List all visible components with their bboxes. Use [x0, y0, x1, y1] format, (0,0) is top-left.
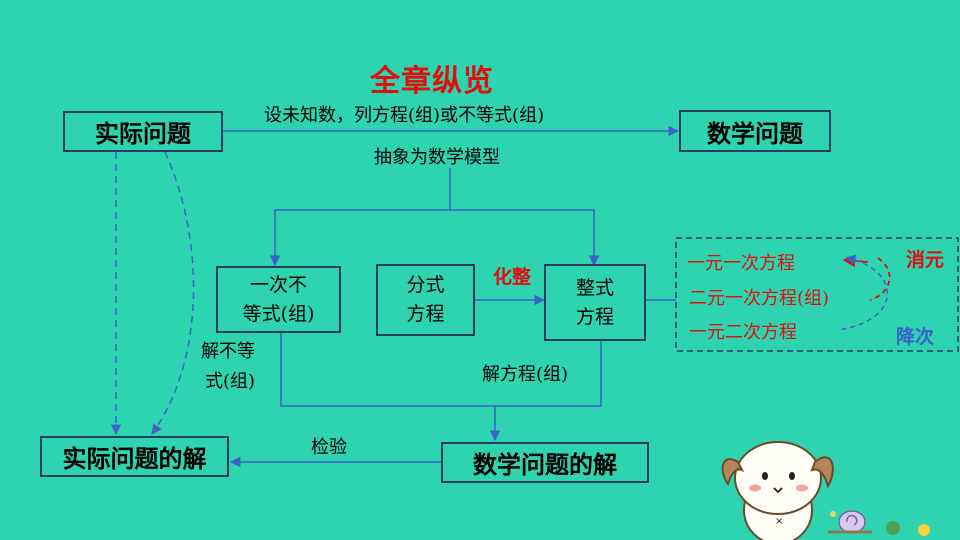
node-integral-equation: 整式 方程 — [544, 264, 646, 341]
node-fraction-line1: 分式 — [406, 274, 445, 296]
node-real-problem: 实际问题 — [63, 111, 223, 152]
node-fraction-equation: 分式 方程 — [376, 264, 475, 336]
node-real-solution-label: 实际问题的解 — [62, 445, 207, 473]
edge-label-abstract-model: 抽象为数学模型 — [374, 147, 500, 168]
node-math-problem-label: 数学问题 — [707, 119, 803, 148]
eliminate-arrow — [869, 257, 891, 301]
page-title: 全章纵览 — [370, 64, 494, 99]
equation-types-frame — [675, 237, 959, 352]
equation-type-item: 二元一次方程(组) — [689, 288, 830, 309]
edge-label-check: 检验 — [311, 437, 347, 458]
edge-label-solve-inequality-2: 式(组) — [205, 371, 256, 392]
node-integral-line1: 整式 — [575, 276, 614, 299]
node-real-problem-label: 实际问题 — [95, 120, 191, 148]
equation-type-item: 一元二次方程 — [689, 322, 797, 343]
dashed-curve-real-to-solution — [151, 151, 195, 435]
node-math-solution: 数学问题的解 — [441, 442, 649, 483]
edge-label-solve-inequality-1: 解不等 — [201, 341, 255, 362]
reduce-degree-arrow — [837, 254, 889, 331]
node-integral-line2: 方程 — [575, 305, 614, 328]
node-inequality-line2: 等式(组) — [242, 302, 315, 325]
arrow-model-branch — [269, 168, 451, 267]
edge-label-solve-equation: 解方程(组) — [482, 364, 569, 385]
edge-label-set-unknown: 设未知数，列方程(组)或不等式(组) — [264, 105, 545, 126]
equation-type-item: 一元一次方程 — [687, 253, 795, 274]
annotation-reduce-degree: 降次 — [896, 326, 935, 348]
node-fraction-line2: 方程 — [406, 303, 445, 325]
node-math-problem: 数学问题 — [679, 110, 831, 152]
node-inequality: 一次不 等式(组) — [216, 266, 341, 333]
node-real-solution: 实际问题的解 — [40, 436, 229, 477]
arrow-model-branch-right — [450, 209, 600, 267]
node-inequality-line1: 一次不 — [249, 273, 307, 296]
annotation-eliminate: 消元 — [906, 249, 945, 271]
edge-label-to-integral: 化整 — [493, 266, 532, 288]
line-to-math-solution — [280, 333, 602, 407]
node-math-solution-label: 数学问题的解 — [473, 451, 617, 479]
